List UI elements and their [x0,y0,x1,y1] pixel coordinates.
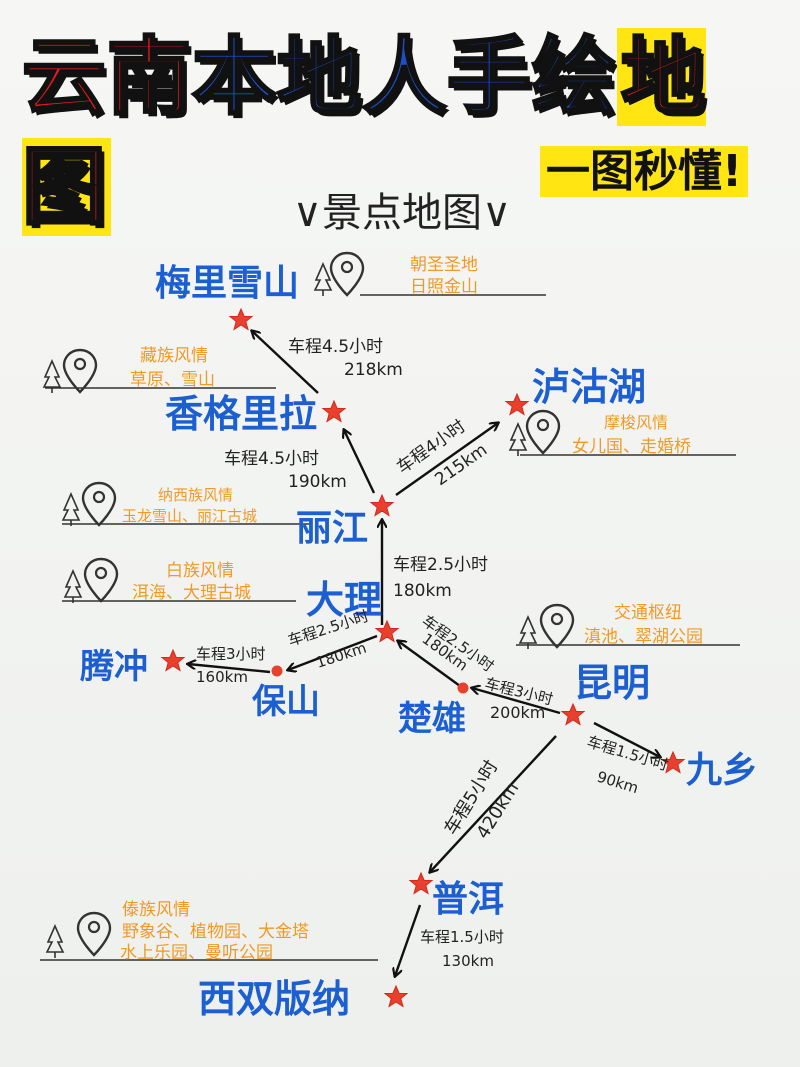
map-pin-icon [81,481,117,527]
map-pin-icon [539,603,575,649]
map-pin-icon [525,409,561,455]
place-chuxiong: 楚雄 [398,699,466,739]
place-dali: 大理 [306,578,382,622]
dot-markers [271,665,469,694]
route-label-dali-baoshan-dist: 180km [314,639,369,672]
note-meili-2: 日照金山 [410,277,478,297]
place-kunming: 昆明 [574,661,650,705]
note-banna-3: 水上乐园、曼听公园 [120,943,273,963]
tree-icon [509,423,527,457]
tree-icon [46,925,64,959]
route-label-kunming-jiuxiang-time: 车程1.5小时 [585,733,670,775]
page-title: 云南本地人手绘地图 [20,22,778,238]
place-xishuangbanna: 西双版纳 [198,977,350,1021]
route-label-baoshan-tengchong-time: 车程3小时 [196,645,266,663]
route-kunming-puer [430,735,557,872]
attraction-notes: 朝圣圣地 日照金山 藏族风情 草原、雪山 摩梭风情 女儿国、走婚桥 纳西族风情 … [120,255,703,963]
route-label-dali-lijiang-dist: 180km [393,581,452,601]
place-lugu: 泸沽湖 [532,365,646,409]
title-part-local-hand-drawn: 本地人手绘 [191,27,618,128]
section-title: ∨景点地图∨ [292,190,512,236]
place-labels: 梅里雪山 香格里拉 泸沽湖 丽江 大理 腾冲 保山 楚雄 昆明 九乡 普洱 西双… [80,263,758,1021]
place-puer: 普洱 [432,879,504,920]
star-marker-icon [409,872,433,894]
tree-icon [314,263,332,297]
note-kunming-1: 交通枢纽 [614,603,682,623]
tree-icon [62,493,80,527]
route-label-dali-lijiang-time: 车程2.5小时 [393,555,488,575]
route-label-puer-banna-time: 车程1.5小时 [420,928,504,946]
route-lines [188,331,660,976]
note-lugu-2: 女儿国、走婚桥 [572,437,691,457]
route-label-shangrila-meili-dist: 218km [344,360,403,380]
map-pin-icon [62,348,98,394]
star-marker-icon [561,703,585,725]
tree-icon [64,570,82,604]
route-label-lijiang-shangrila-dist: 190km [288,472,347,492]
route-label-puer-banna-dist: 130km [442,952,494,970]
route-lijiang-shangrila [344,430,376,494]
map-pin-icon [76,911,112,957]
route-label-shangrila-meili-time: 车程4.5小时 [288,337,383,357]
star-marker-icon [229,308,253,330]
star-marker-icon [505,393,529,415]
dot-marker-icon [271,665,283,677]
route-lijiang-lugu [395,423,498,496]
note-meili-1: 朝圣圣地 [410,255,478,275]
route-labels: 车程4.5小时 218km 车程4.5小时 190km 车程4小时 215km … [196,337,670,970]
note-shangrila-1: 藏族风情 [140,346,208,366]
note-lijiang-1: 纳西族风情 [158,486,233,504]
star-marker-icon [370,494,394,516]
route-kunming-jiuxiang [593,721,660,757]
route-chuxiong-dali [398,641,461,687]
star-marker-icon [322,400,346,422]
route-shangrila-meili [252,331,319,394]
place-shangrila: 香格里拉 [165,392,317,436]
star-marker-icon [375,620,399,642]
map-pin-icon [83,557,119,603]
note-dali-1: 白族风情 [166,561,234,581]
route-label-kunming-jiuxiang-dist: 90km [595,768,641,798]
place-lijiang: 丽江 [296,508,368,549]
place-meili: 梅里雪山 [155,263,299,304]
star-marker-icon [161,649,185,671]
route-label-kunming-chuxiong-dist: 200km [490,703,545,722]
map-pin-icon [329,251,365,297]
note-dali-2: 洱海、大理古城 [132,583,251,603]
place-baoshan: 保山 [252,682,320,722]
star-marker-icon [384,985,408,1007]
place-tengchong: 腾冲 [80,647,148,687]
subtitle: 一图秒懂! [540,142,749,202]
dot-marker-icon [457,682,469,694]
note-banna-1: 傣族风情 [122,900,190,920]
route-puer-banna [395,904,422,976]
note-lugu-1: 摩梭风情 [604,413,668,432]
title-part-yunnan: 云南 [20,27,193,128]
route-dali-baoshan [288,634,378,670]
note-shangrila-2: 草原、雪山 [130,370,215,390]
note-banna-2: 野象谷、植物园、大金塔 [122,922,309,942]
route-label-baoshan-tengchong-dist: 160km [196,668,248,686]
route-baoshan-tengchong [188,664,271,674]
place-jiuxiang: 九乡 [686,750,758,791]
route-kunming-chuxiong [472,688,561,715]
note-lijiang-2: 玉龙雪山、丽江古城 [122,507,257,525]
note-kunming-2: 滇池、翠湖公园 [584,627,703,647]
route-label-lijiang-shangrila-time: 车程4.5小时 [224,449,319,469]
